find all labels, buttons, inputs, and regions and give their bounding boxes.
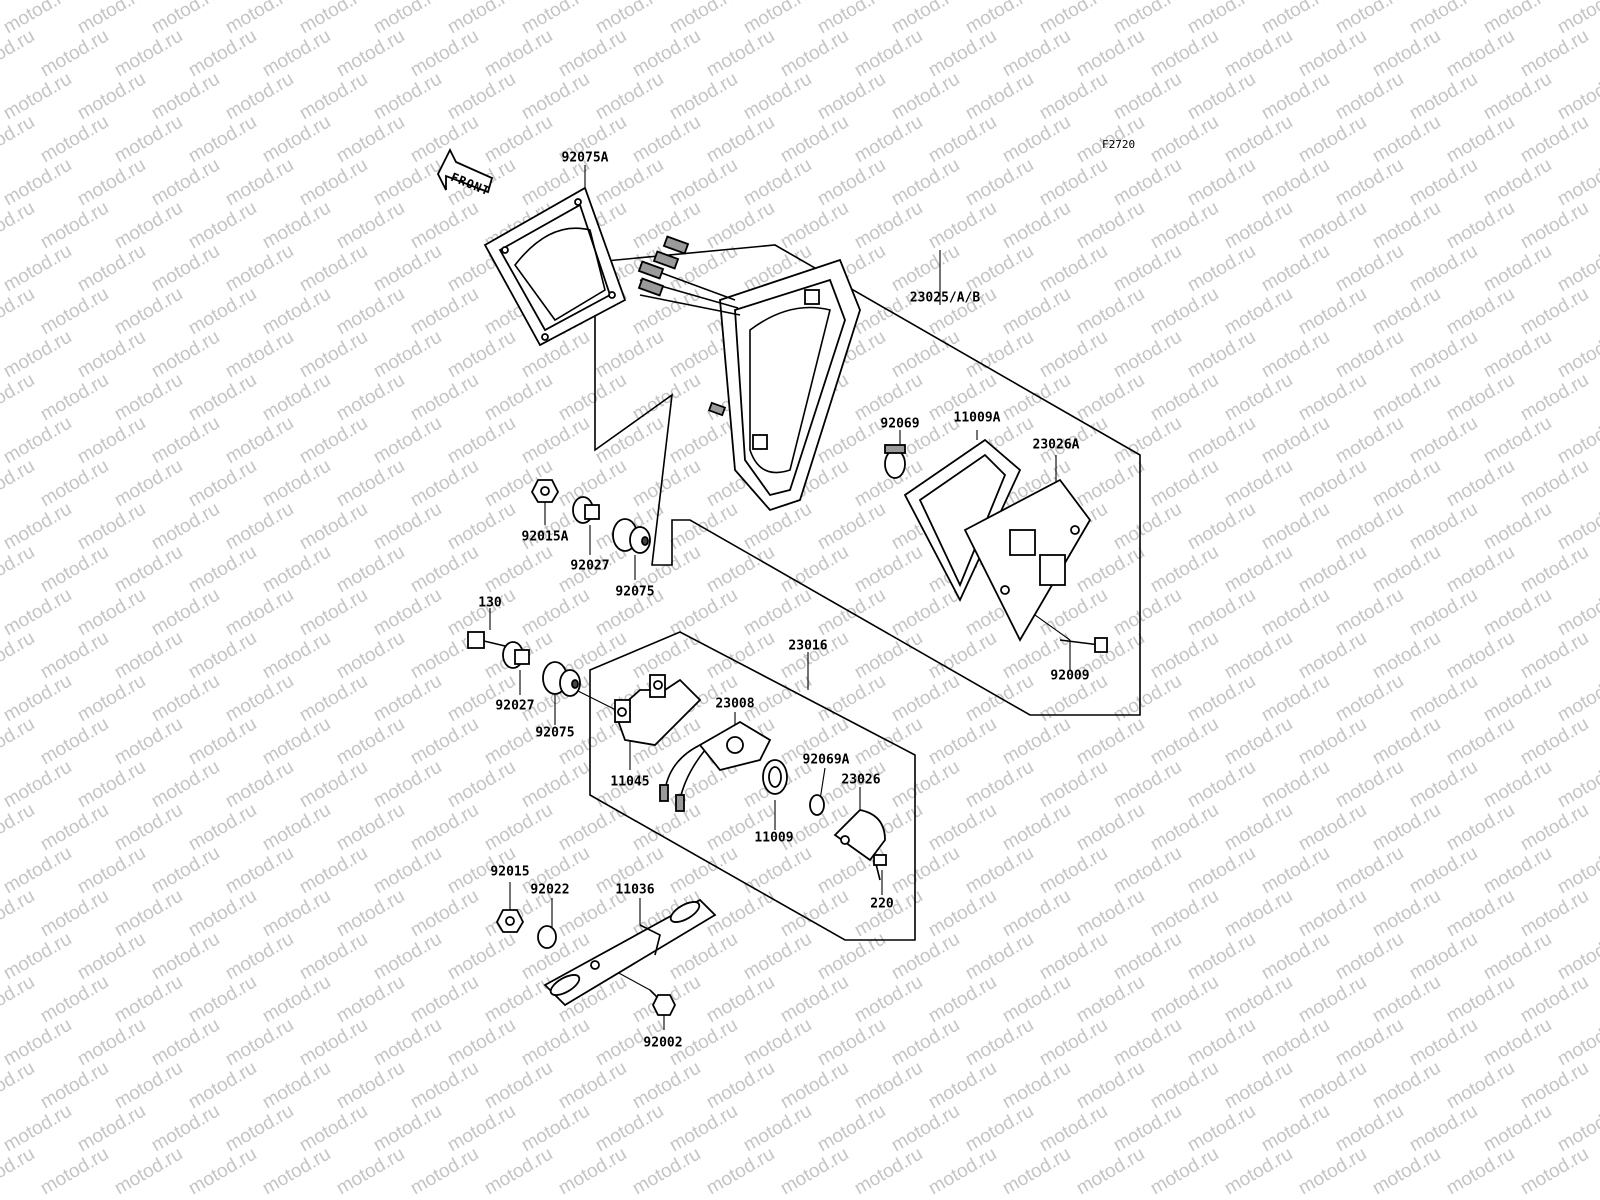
callout-92075A[interactable]: 92075A — [561, 150, 609, 166]
callout-11009[interactable]: 11009 — [754, 830, 794, 846]
callout-23025[interactable]: 23025/A/B — [909, 290, 981, 306]
callout-92075-upper[interactable]: 92075 — [615, 584, 655, 600]
callout-92069A[interactable]: 92069A — [802, 752, 850, 768]
callout-92015A[interactable]: 92015A — [521, 529, 569, 545]
callout-92069[interactable]: 92069 — [880, 416, 920, 432]
figure-code: F2720 — [1102, 138, 1136, 151]
callout-11036[interactable]: 11036 — [615, 882, 655, 898]
callout-92022[interactable]: 92022 — [530, 882, 570, 898]
callout-92002[interactable]: 92002 — [643, 1035, 683, 1051]
callout-92027-upper[interactable]: 92027 — [570, 558, 610, 574]
callout-92009[interactable]: 92009 — [1050, 668, 1090, 684]
callout-92027-lower[interactable]: 92027 — [495, 698, 535, 714]
callout-11045[interactable]: 11045 — [610, 774, 650, 790]
callout-23008[interactable]: 23008 — [715, 696, 755, 712]
callout-92015[interactable]: 92015 — [490, 864, 530, 880]
callout-92075-lower[interactable]: 92075 — [535, 725, 575, 741]
front-arrow-label: FRONT — [448, 170, 493, 199]
callout-11009A[interactable]: 11009A — [953, 410, 1001, 426]
callout-23026A[interactable]: 23026A — [1032, 437, 1080, 453]
callout-23026[interactable]: 23026 — [841, 772, 881, 788]
callout-23016[interactable]: 23016 — [788, 638, 828, 654]
callout-130[interactable]: 130 — [478, 595, 502, 611]
callout-220[interactable]: 220 — [870, 896, 894, 912]
